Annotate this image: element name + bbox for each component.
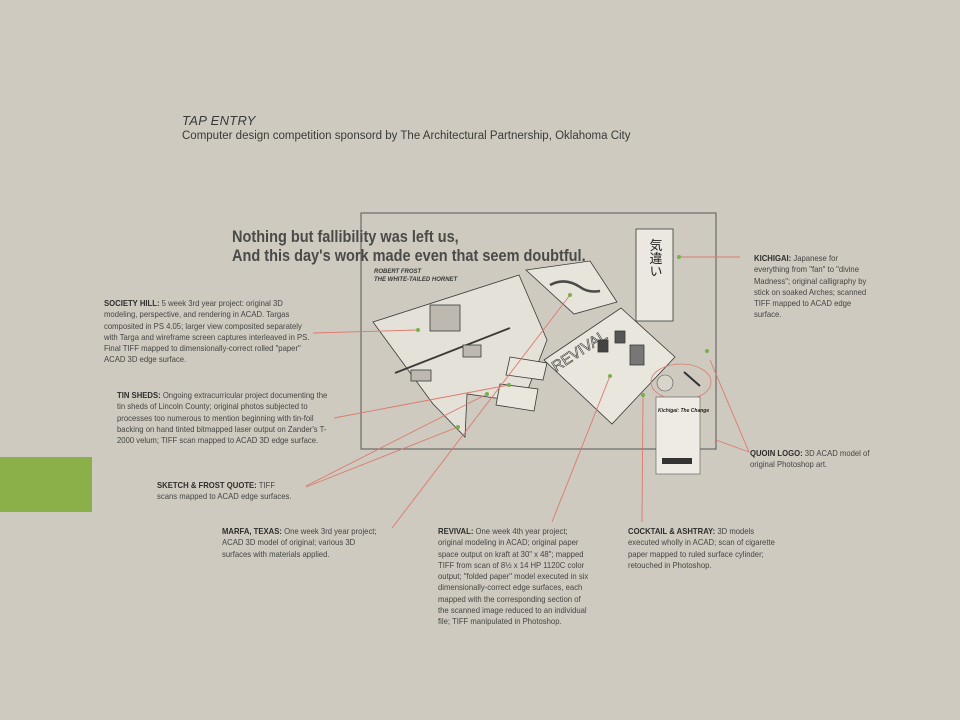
revival-sheet: REVIVAL (543, 307, 676, 425)
cocktail-ashtray (650, 363, 712, 401)
quoin-poster: Kichigai: The Change (655, 396, 709, 475)
frost-quote: Nothing but fallibility was left us, And… (232, 228, 586, 266)
quote-line-2: And this day's work made even that seem … (232, 247, 586, 265)
note-quoin-logo: QUOIN LOGO: 3D ACAD model of original Ph… (750, 448, 870, 470)
svg-text:Kichigai: The Change: Kichigai: The Change (658, 408, 709, 414)
note-sketch-frost: SKETCH & FROST QUOTE: TIFF scans mapped … (157, 480, 292, 502)
quote-author: ROBERT FROST (374, 269, 422, 275)
marfa-sheet (525, 260, 618, 315)
note-kichigai: KICHIGAI: Japanese for everything from "… (754, 253, 867, 320)
note-tin-sheds: TIN SHEDS: Ongoing extracurricular proje… (117, 390, 328, 446)
page-title: TAP ENTRY (182, 113, 256, 128)
note-marfa: MARFA, TEXAS: One week 3rd year project;… (222, 526, 377, 559)
accent-bar (0, 457, 92, 512)
calligraphy: 気違い (648, 238, 663, 278)
society-hill-sheet (372, 274, 548, 438)
quote-line-1: Nothing but fallibility was left us, (232, 228, 459, 246)
tin-sheds-panels (495, 356, 548, 412)
note-revival: REVIVAL: One week 4th year project; orig… (438, 526, 589, 627)
marker-dots (416, 255, 709, 429)
note-cocktail-ashtray: COCKTAIL & ASHTRAY: 3D models executed w… (628, 526, 775, 570)
quote-attribution: ROBERT FROST THE WHITE-TAILED HORNET (374, 268, 457, 284)
leader-lines (305, 256, 750, 529)
quote-work: THE WHITE-TAILED HORNET (374, 277, 458, 283)
note-society-hill: SOCIETY HILL: 5 week 3rd year project: o… (104, 298, 310, 365)
artwork-frame (360, 212, 717, 450)
kichigai-scroll: 気違い (635, 228, 674, 322)
page-subtitle: Computer design competition sponsord by … (182, 130, 631, 142)
